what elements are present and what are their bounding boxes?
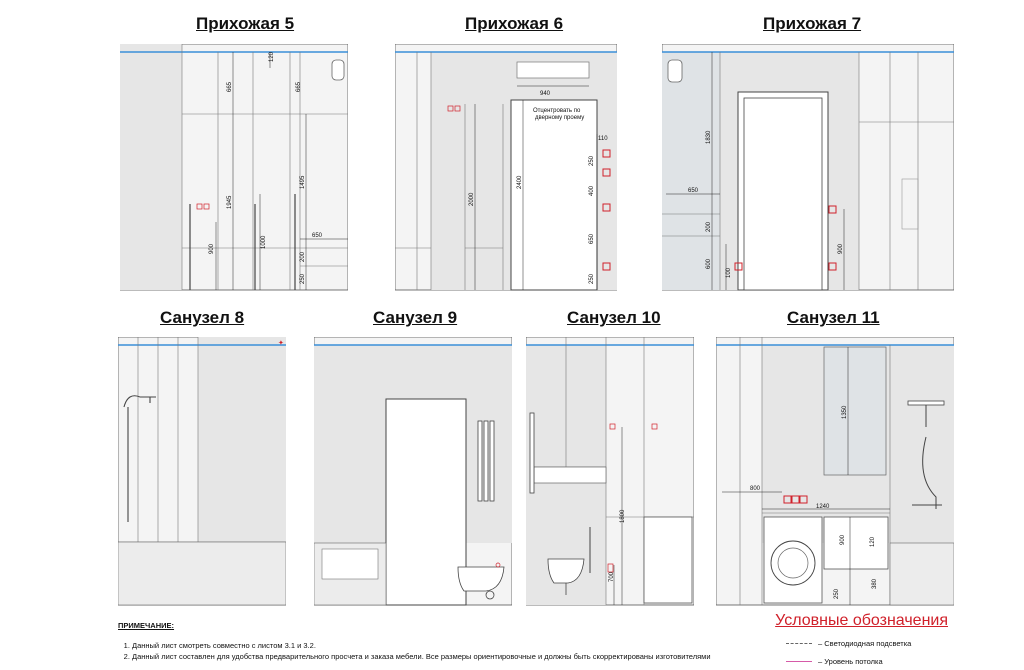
dim-200: 200 [300,251,306,262]
elevation-sanuzel-8: ✦ [118,337,286,606]
notes-block: ПРИМЕЧАНИЕ: Данный лист смотреть совмест… [118,620,738,662]
dim-650: 650 [589,233,595,244]
dim-940: 940 [540,91,551,97]
legend-title: Условные обозначения [775,612,948,629]
marker-icon: ✦ [278,339,284,347]
dim-1945: 1945 [227,195,233,209]
dim-1830: 1830 [706,130,712,144]
dim-650: 650 [312,233,323,239]
dim-120: 120 [870,536,876,547]
dim-2000: 2000 [469,192,475,206]
legend-row-led: – Светодиодная подсветка [760,639,970,648]
dim-2400: 2400 [517,175,523,189]
elevation-sanuzel-9 [314,337,512,606]
dim-900: 900 [209,243,215,254]
elevation-prihozhaya-7: 1830 650 200 600 100 900 [662,44,954,291]
dim-900: 900 [838,243,844,254]
title-prihozhaya-5: Прихожая 5 [196,14,295,33]
legend-block: Условные обозначения – Светодиодная подс… [760,612,970,666]
dim-700: 700 [609,571,615,582]
dim-1495: 1495 [300,175,306,189]
dim-900: 900 [840,534,846,545]
title-prihozhaya-7: Прихожая 7 [763,14,862,33]
dim-110: 110 [598,136,608,142]
elevation-prihozhaya-5: 665 120 665 1945 1495 1000 900 650 200 2… [120,44,348,291]
title-sanuzel-8: Санузел 8 [160,308,245,327]
elevation-sanuzel-10: 1800 700 [526,337,694,606]
dim-100: 100 [726,267,732,278]
dim-1350: 1350 [842,405,848,419]
dim-250b: 250 [589,273,595,284]
note-line-2: дверному проему [535,115,584,121]
note-item: Данный лист смотреть совместно с листом … [132,640,738,651]
legend-led-label: – Светодиодная подсветка [818,639,912,648]
dim-120: 120 [269,51,275,62]
dim-200: 200 [706,221,712,232]
dim-250: 250 [300,273,306,284]
legend-row-ceiling: – Уровень потолка [760,657,970,666]
dim-400: 400 [589,185,595,196]
elevation-prihozhaya-6: Отцентровать по дверному проему 940 2400… [395,44,617,291]
legend-ceiling-label: – Уровень потолка [818,657,883,666]
ceiling-line-swatch [786,661,812,662]
dim-1240: 1240 [816,504,830,510]
title-sanuzel-10: Санузел 10 [567,308,661,327]
notes-heading: ПРИМЕЧАНИЕ: [118,621,175,630]
title-sanuzel-11: Санузел 11 [787,308,880,327]
dim-665a: 665 [227,81,233,92]
dim-250a: 250 [589,155,595,166]
dim-1800: 1800 [620,509,626,523]
elevation-sanuzel-11: 1350 800 1240 900 120 380 250 [716,337,954,606]
title-sanuzel-9: Санузел 9 [373,308,458,327]
title-prihozhaya-6: Прихожая 6 [465,14,564,33]
dim-380: 380 [872,578,878,589]
dim-600: 600 [706,258,712,269]
led-line-swatch [786,643,812,644]
dim-1000: 1000 [261,235,267,249]
dim-665b: 665 [296,81,302,92]
note-line-1: Отцентровать по [533,108,581,114]
dim-250: 250 [834,588,840,599]
note-item: Данный лист составлен для удобства предв… [132,651,738,662]
dim-650: 650 [688,188,699,194]
dim-800: 800 [750,486,761,492]
